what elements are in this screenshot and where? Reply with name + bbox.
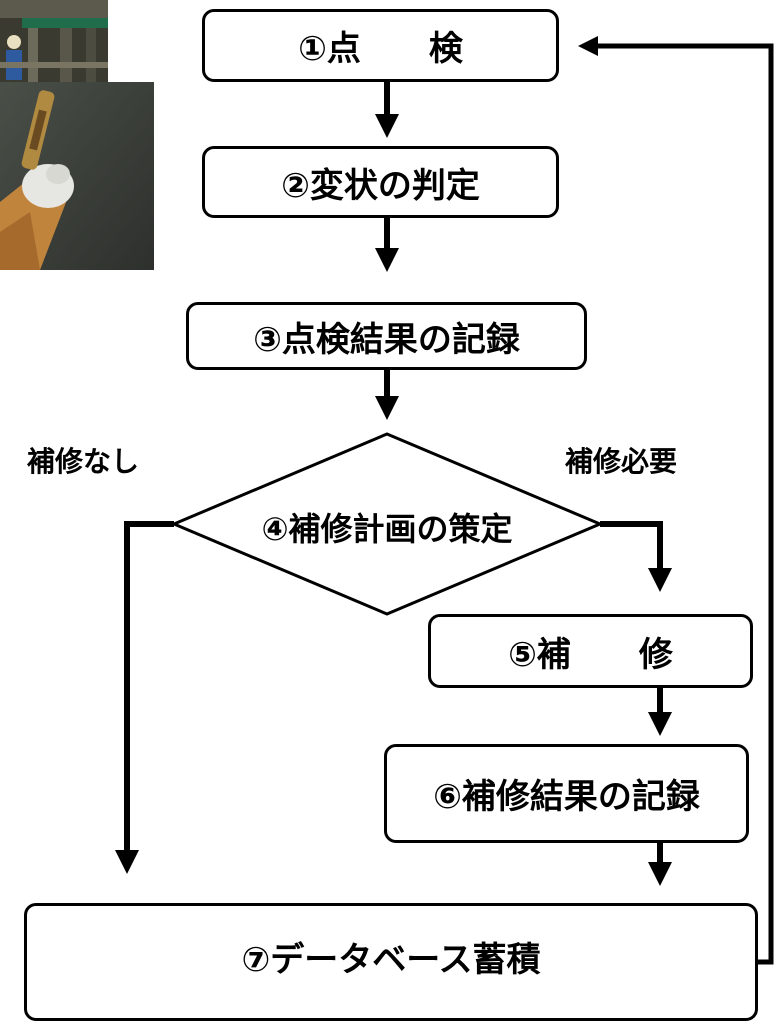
step-1-label: ①点 検 — [298, 29, 463, 69]
decision-diamond — [170, 432, 604, 616]
step-3-record-inspection: ③点検結果の記録 — [186, 302, 587, 370]
step-2-judgement: ②変状の判定 — [202, 146, 559, 218]
step-2-label: ②変状の判定 — [281, 165, 480, 206]
step-3-label: ③点検結果の記録 — [253, 319, 520, 360]
hammering-test-photo — [0, 82, 154, 270]
step-7-label: ⑦データベース蓄積 — [241, 940, 541, 980]
branch-label-no-repair: 補修なし — [27, 445, 140, 478]
inspection-site-photo — [0, 0, 108, 82]
step-7-database: ⑦データベース蓄積 — [24, 903, 758, 1021]
step-5-label: ⑤補 修 — [508, 634, 673, 675]
step-6-label: ⑥補修結果の記録 — [433, 777, 700, 817]
arrow-7-back-to-1 — [578, 36, 774, 965]
arrow-repair-needed-to-5 — [600, 521, 672, 592]
arrow-no-repair-to-7 — [115, 521, 174, 874]
branch-label-repair-needed: 補修必要 — [565, 445, 678, 478]
step-6-record-repair: ⑥補修結果の記録 — [384, 744, 749, 843]
flowchart-connectors — [115, 36, 774, 965]
step-4-label: ④補修計画の策定 — [261, 510, 513, 548]
step-1-inspection: ①点 検 — [202, 9, 559, 82]
step-5-repair: ⑤補 修 — [428, 614, 753, 688]
